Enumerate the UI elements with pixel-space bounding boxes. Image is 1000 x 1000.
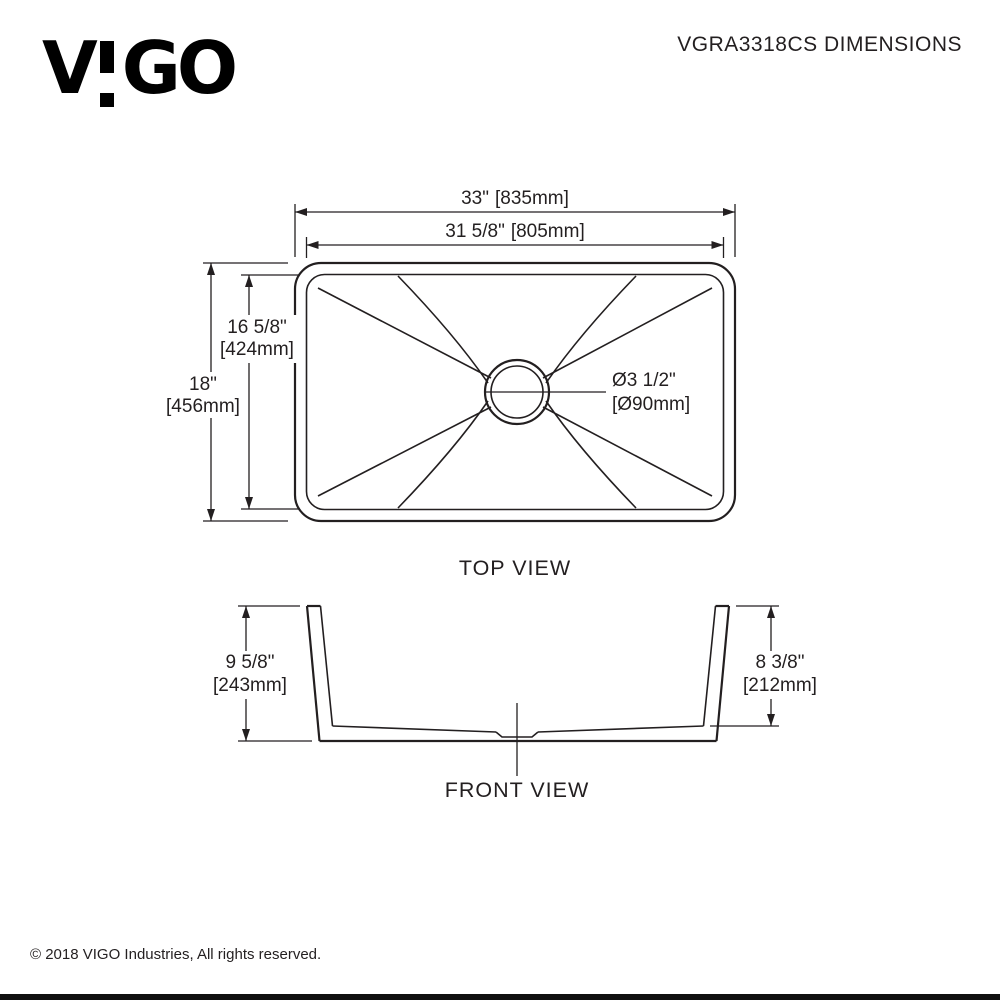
front-right-inner-wall xyxy=(702,605,717,727)
basin-diagonal-lower-left xyxy=(317,406,492,497)
dim-inner-width-mm: [805mm] xyxy=(511,221,585,242)
basin-diagonal-upper-right xyxy=(542,287,713,379)
dim-label-inner-depth-mm: [424mm] xyxy=(220,339,294,360)
front-bottom-inner-right xyxy=(537,725,704,733)
vigo-logo: V GO xyxy=(42,26,238,110)
logo-i-dot xyxy=(99,93,114,107)
dim-label-overall-depth-in: 18" xyxy=(189,374,217,395)
logo-letters-go: GO xyxy=(121,26,238,110)
copyright: © 2018 VIGO Industries, All rights reser… xyxy=(30,946,322,963)
sink-outer-outline xyxy=(293,261,737,523)
dim-label-inner-depth-in: 16 5/8" xyxy=(227,317,287,338)
label-mask-outer-height xyxy=(202,651,298,699)
dim-overall-width-mm: [835mm] xyxy=(495,188,569,209)
basin-diagonal-lower-right xyxy=(542,406,713,497)
front-left-inner-wall xyxy=(319,605,334,727)
basin-curve-top-left xyxy=(397,275,489,384)
dim-label-inner-height-mm: [212mm] xyxy=(743,675,817,696)
sink-inner-outline xyxy=(305,273,725,511)
basin-diagonal-upper-left xyxy=(317,287,492,379)
front-view-dimensions: 9 5/8" [243mm] 8 3/8" [212mm] xyxy=(202,605,829,742)
dim-label-inner-height-in: 8 3/8" xyxy=(755,652,804,673)
logo-letter-i xyxy=(99,41,114,107)
dim-label-outer-height-in: 9 5/8" xyxy=(225,652,274,673)
label-mask-inner-height xyxy=(731,651,829,699)
dim-label-drain-mm: [Ø90mm] xyxy=(612,394,690,415)
dim-inner-width-in: 31 5/8" xyxy=(445,221,505,242)
basin-curve-top-right xyxy=(545,275,637,384)
top-view-drawing xyxy=(293,261,737,523)
dim-label-overall-depth-mm: [456mm] xyxy=(166,396,240,417)
logo-i-bar xyxy=(99,41,114,73)
basin-curve-bottom-left xyxy=(397,400,489,509)
front-left-outer-wall xyxy=(305,605,321,742)
top-view-label: TOP VIEW xyxy=(459,556,571,580)
dim-label-inner-width: 31 5/8" [805mm] xyxy=(445,221,585,242)
dim-label-outer-height-mm: [243mm] xyxy=(213,675,287,696)
front-right-outer-wall xyxy=(715,605,731,742)
front-bottom-inner-left xyxy=(332,725,497,733)
dim-label-drain-in: Ø3 1/2" xyxy=(612,370,676,391)
basin-curve-bottom-right xyxy=(545,400,637,509)
front-view-label: FRONT VIEW xyxy=(445,778,590,802)
front-view-drawing xyxy=(305,604,731,776)
top-view-dimensions: 33" [835mm] 31 5/8" [805mm] 18" [456mm] 16… xyxy=(156,188,736,522)
label-mask-inner-depth xyxy=(212,315,302,363)
dim-overall-width-in: 33" xyxy=(461,188,489,209)
dim-label-overall-width: 33" [835mm] xyxy=(461,188,569,209)
label-mask-overall-depth xyxy=(156,372,250,418)
page-title: VGRA3318CS DIMENSIONS xyxy=(677,33,962,56)
bottom-bar xyxy=(0,994,1000,1000)
logo-letter-v: V xyxy=(42,26,98,110)
